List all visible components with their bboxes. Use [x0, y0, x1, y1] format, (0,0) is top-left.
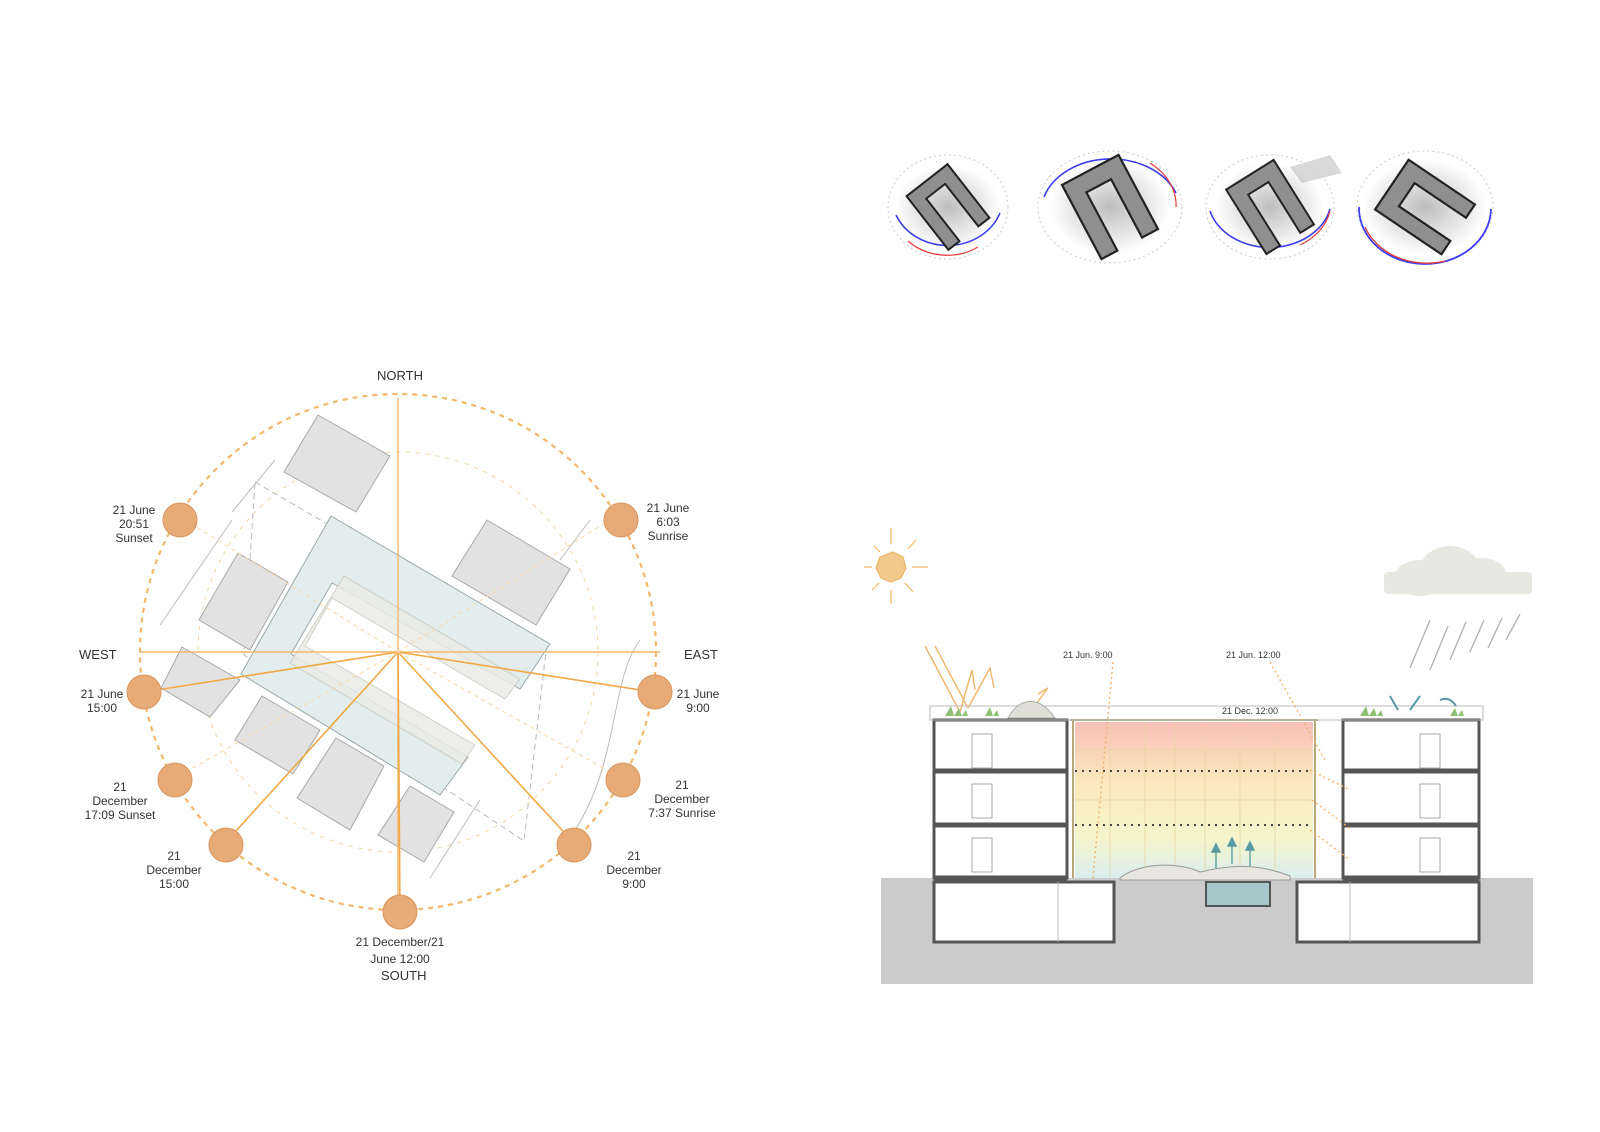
label-dec-12: 21 Dec. 12:00: [1222, 706, 1278, 716]
label-jun-9: 21 Jun. 9:00: [1063, 650, 1113, 660]
roof-parapet: [929, 705, 1484, 721]
label-dec-1500: 21 December 15:00: [146, 849, 202, 891]
label-dec-sunrise: 21 December 7:37 Sunrise: [648, 778, 716, 820]
shadow-study-3: [1205, 154, 1342, 260]
shadow-study-1: [887, 154, 1009, 260]
basement-left: [932, 880, 1116, 944]
sun-rays: [143, 651, 654, 913]
sun-june-sunrise: [603, 502, 639, 538]
building-block: [234, 695, 321, 775]
sun-june-sunset: [162, 502, 198, 538]
left-wing: [932, 718, 1069, 881]
label-june-1500: 21 June 15:00: [80, 687, 124, 715]
sun-path-diagram: [126, 392, 673, 930]
sun-icon: [864, 528, 928, 604]
building-block: [451, 519, 571, 626]
courtyard-building: [240, 515, 551, 796]
sun-rays-faint: [174, 519, 622, 779]
right-wing: [1341, 718, 1481, 881]
shadow-study-2: [1037, 150, 1183, 264]
building-block: [296, 737, 385, 831]
atrium-landscape: [1119, 864, 1291, 881]
label-dec-0900: 21 December 9:00: [606, 849, 662, 891]
courtyard-inner-frame: [289, 575, 521, 765]
sun-markers: [126, 502, 673, 930]
building-block: [377, 785, 455, 863]
pool: [1205, 881, 1271, 907]
airflow-arrows: [1210, 836, 1256, 868]
label-noon: 21 December/21 June 12:00: [355, 935, 445, 966]
label-june-sunrise: 21 June 6:03 Sunrise: [646, 501, 690, 543]
building-block: [160, 646, 241, 718]
compass-east: EAST: [684, 647, 718, 662]
shadow-studies: [887, 150, 1494, 265]
building-block: [283, 414, 391, 513]
sun-dec-sunrise: [605, 762, 641, 798]
sun-dec-0900: [556, 827, 592, 863]
label-june-0900: 21 June 9:00: [676, 687, 720, 715]
sunlight-reflection: [924, 645, 1049, 713]
cloud-icon: [1384, 546, 1532, 596]
compass-west: WEST: [79, 647, 117, 662]
basement-right: [1295, 880, 1481, 944]
main-building: [240, 515, 551, 796]
building-section: 21 Jun. 9:00 21 Jun. 12:00 21 Dec. 12:00: [864, 528, 1533, 984]
rain-icon: [1409, 613, 1521, 671]
sun-noon: [382, 894, 418, 930]
building-block: [198, 552, 289, 651]
label-dec-sunset: 21 December 17:09 Sunset: [84, 780, 156, 822]
sun-dec-1500: [208, 827, 244, 863]
shadow-study-4: [1356, 150, 1494, 265]
sun-june-1500: [126, 674, 162, 710]
green-roof: [945, 706, 1464, 716]
compass-south: SOUTH: [381, 968, 427, 983]
surrounding-buildings: [160, 414, 571, 863]
sun-june-0900: [637, 674, 673, 710]
sun-dec-sunset: [157, 762, 193, 798]
compass-north: NORTH: [377, 368, 423, 383]
label-june-sunset: 21 June 20:51 Sunset: [112, 503, 156, 545]
label-jun-12: 21 Jun. 12:00: [1226, 650, 1281, 660]
